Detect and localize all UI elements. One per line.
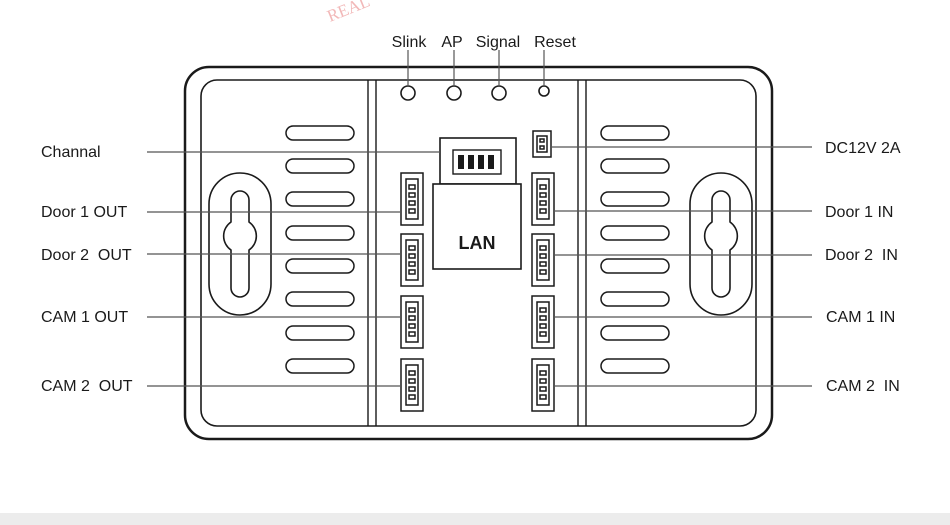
door2-out-label: Door 2 OUT <box>41 247 132 264</box>
door2-in-label: Door 2 IN <box>825 247 898 264</box>
slink-led <box>400 85 416 101</box>
ap-label: AP <box>441 34 462 51</box>
cam2-in-connector <box>531 358 555 412</box>
mounting-keyhole-right <box>689 172 753 316</box>
cam1-out-connector <box>400 295 424 349</box>
channal-label: Channal <box>41 144 101 161</box>
cam2-in-label: CAM 2 IN <box>826 378 900 395</box>
vent-slots-left <box>285 125 355 374</box>
dc-power-connector <box>532 130 552 158</box>
connectors-right <box>531 130 555 412</box>
door1-out-label: Door 1 OUT <box>41 204 127 221</box>
cam2-out-connector <box>400 358 424 412</box>
vent-slots-right <box>600 125 670 374</box>
cam2-out-label: CAM 2 OUT <box>41 378 133 395</box>
cam1-out-label: CAM 1 OUT <box>41 309 128 326</box>
ap-led <box>446 85 462 101</box>
indicator-leds <box>400 85 507 101</box>
footer-bar <box>0 513 950 525</box>
signal-label: Signal <box>476 34 520 51</box>
connectors-left <box>400 172 424 412</box>
watermark-text: REAL <box>324 0 372 26</box>
door1-in-label: Door 1 IN <box>825 204 893 221</box>
lan-port[interactable] <box>432 183 522 270</box>
leader-lines-left <box>147 151 440 387</box>
cam1-in-connector <box>531 295 555 349</box>
reset-label: Reset <box>534 34 576 51</box>
slink-label: Slink <box>392 34 428 51</box>
leader-lines-right <box>551 146 812 387</box>
lan-label: LAN <box>459 233 496 253</box>
door1-in-connector <box>531 172 555 226</box>
door2-out-connector <box>400 233 424 287</box>
dip-switch[interactable] <box>439 137 517 185</box>
signal-led <box>491 85 507 101</box>
door1-out-connector <box>400 172 424 226</box>
dc-power-label: DC12V 2A <box>825 140 901 157</box>
device-housing-inner <box>200 79 757 427</box>
cam1-in-label: CAM 1 IN <box>826 309 895 326</box>
reset-button[interactable] <box>538 85 550 97</box>
indicator-leader-lines <box>407 50 545 86</box>
mounting-keyhole-left <box>208 172 272 316</box>
door2-in-connector <box>531 233 555 287</box>
